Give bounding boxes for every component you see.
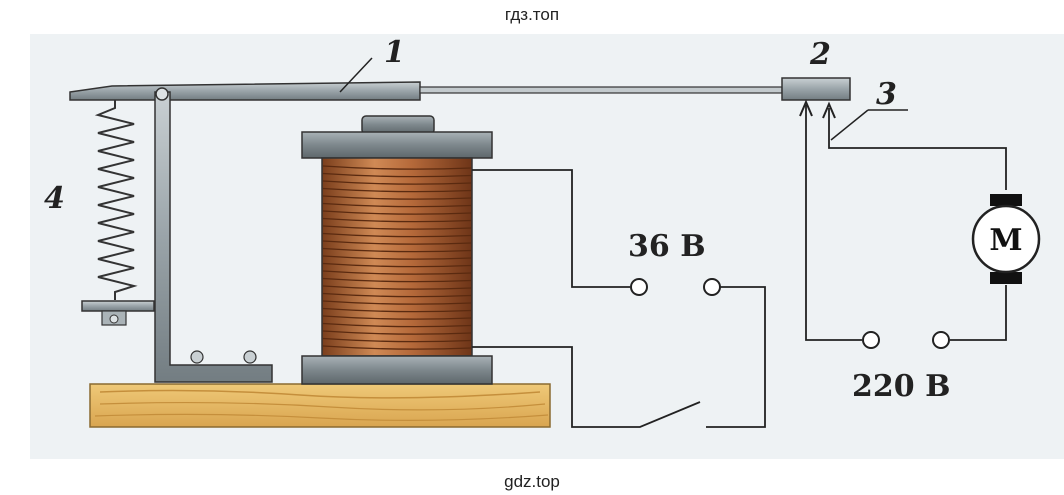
coil-winding-line bbox=[322, 217, 472, 223]
coil-winding-line bbox=[322, 322, 472, 328]
coil-winding-line bbox=[322, 172, 472, 178]
coil-winding-line bbox=[322, 240, 472, 245]
coil-winding-line bbox=[322, 225, 472, 230]
label-contacts: 2 bbox=[809, 37, 831, 72]
screw-icon bbox=[190, 350, 204, 364]
arrow-contact-icon bbox=[822, 101, 836, 119]
motor-icon: М bbox=[971, 194, 1041, 284]
coil-winding-line bbox=[322, 285, 472, 290]
screw-icon bbox=[243, 350, 257, 364]
voltage-36v: 36 В bbox=[628, 229, 706, 264]
motor-letter: М bbox=[989, 223, 1022, 258]
coil-winding-line bbox=[322, 232, 472, 238]
electromagnet-coil bbox=[301, 115, 493, 385]
coil-winding-line bbox=[322, 180, 472, 185]
arrow-contact-icon bbox=[799, 99, 813, 117]
contact-block bbox=[781, 77, 851, 101]
coil-winding-line bbox=[322, 292, 472, 298]
bottom-flange bbox=[301, 355, 493, 385]
label-spring: 4 bbox=[44, 181, 65, 216]
coil-winding-line bbox=[322, 345, 472, 350]
label-armature: 1 bbox=[384, 35, 405, 70]
terminal-220v-left bbox=[862, 331, 880, 349]
coil-winding-line bbox=[322, 195, 472, 200]
top-flange bbox=[301, 131, 493, 159]
label-spring-contact: 3 bbox=[876, 77, 897, 112]
wooden-base bbox=[89, 383, 551, 428]
coil-winding-line bbox=[322, 202, 472, 208]
voltage-220v: 220 В bbox=[852, 369, 950, 404]
bracket bbox=[154, 87, 273, 383]
coil-winding-line bbox=[322, 330, 472, 335]
terminal-36v-left bbox=[630, 278, 648, 296]
coil-winding-line bbox=[322, 300, 472, 305]
coil-winding-line bbox=[322, 337, 472, 343]
terminal-220v-right bbox=[932, 331, 950, 349]
watermark-top: гдз.топ bbox=[505, 5, 559, 24]
coil-winding-line bbox=[322, 315, 472, 320]
coil-winding-line bbox=[322, 210, 472, 215]
load-circuit bbox=[805, 105, 1007, 341]
coil-winding-line bbox=[322, 270, 472, 275]
leader-line-3 bbox=[830, 109, 869, 141]
coil-winding-line bbox=[322, 187, 472, 193]
coil-winding-line bbox=[322, 307, 472, 313]
control-circuit bbox=[472, 169, 766, 428]
coil-winding-line bbox=[322, 247, 472, 253]
coil-winding-line bbox=[322, 262, 472, 268]
pivot-icon bbox=[155, 87, 169, 101]
coil-winding-line bbox=[322, 165, 472, 170]
watermark-bottom: gdz.top bbox=[504, 472, 560, 491]
coil-winding-line bbox=[322, 255, 472, 260]
terminal-36v-right bbox=[703, 278, 721, 296]
spring bbox=[81, 100, 155, 326]
coil-winding-line bbox=[322, 277, 472, 283]
leader-line-1 bbox=[339, 57, 373, 93]
